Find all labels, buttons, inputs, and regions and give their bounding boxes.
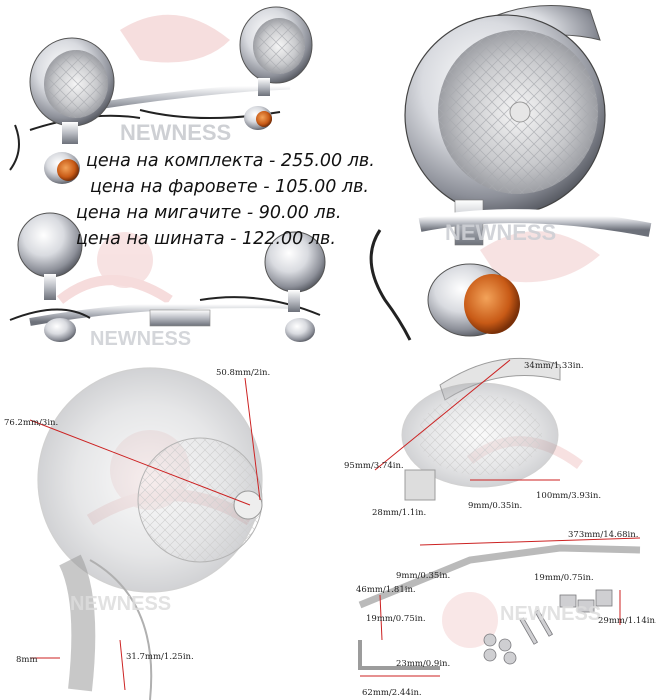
dim-bolt: 8mm bbox=[16, 655, 38, 665]
sketch-panel-signal-rail-dimensions: NEWNESS bbox=[358, 357, 641, 677]
dim-rail-slot-right: 19mm/0.75in. bbox=[534, 573, 594, 583]
dim-rail-length: 373mm/14.68in. bbox=[568, 530, 639, 540]
dim-signal-neck: 28mm/1.1in. bbox=[372, 508, 427, 518]
dim-rail-hole: 9mm/0.35in. bbox=[396, 571, 451, 581]
photo-panel-headlight-closeup: NEWNESS bbox=[369, 5, 652, 341]
dim-rail-clamp: 29mm/1.14in. bbox=[598, 616, 656, 626]
svg-text:NEWNESS: NEWNESS bbox=[500, 603, 601, 625]
dim-rail-mount: 23mm/0.9in. bbox=[396, 659, 451, 669]
price-rail: цена на шината - 122.00 лв. bbox=[76, 229, 336, 249]
dim-headlight-diameter: 76.2mm/3in. bbox=[4, 418, 59, 428]
svg-text:NEWNESS: NEWNESS bbox=[445, 220, 556, 245]
price-list: цена на комплекта - 255.00 лв. цена на ф… bbox=[72, 148, 432, 252]
price-headlights: цена на фаровете - 105.00 лв. bbox=[90, 177, 369, 197]
sketch-panel-headlight-dimensions: NEWNESS bbox=[29, 367, 263, 700]
price-set: цена на комплекта - 255.00 лв. bbox=[86, 151, 375, 171]
dim-signal-width: 100mm/3.93in. bbox=[536, 491, 602, 501]
price-turn-signals: цена на мигачите - 90.00 лв. bbox=[76, 203, 342, 223]
photo-panel-complete-set: NEWNESS bbox=[9, 6, 313, 184]
photo-panel-rear-view: NEWNESS bbox=[9, 212, 326, 350]
dim-signal-visor: 34mm/1.33in. bbox=[524, 361, 584, 371]
svg-text:NEWNESS: NEWNESS bbox=[120, 120, 231, 145]
dim-headlight-depth: 50.8mm/2in. bbox=[216, 368, 271, 378]
dim-signal-height: 95mm/3.74in. bbox=[344, 461, 404, 471]
dim-signal-bolt: 9mm/0.35in. bbox=[468, 501, 523, 511]
dim-rail-slot-left: 19mm/0.75in. bbox=[366, 614, 426, 624]
svg-text:NEWNESS: NEWNESS bbox=[70, 593, 171, 615]
dim-rail-base: 62mm/2.44in. bbox=[362, 688, 422, 698]
dim-neck: 31.7mm/1.25in. bbox=[126, 652, 194, 662]
svg-text:NEWNESS: NEWNESS bbox=[90, 328, 191, 350]
dim-rail-arm: 46mm/1.81in. bbox=[356, 585, 416, 595]
